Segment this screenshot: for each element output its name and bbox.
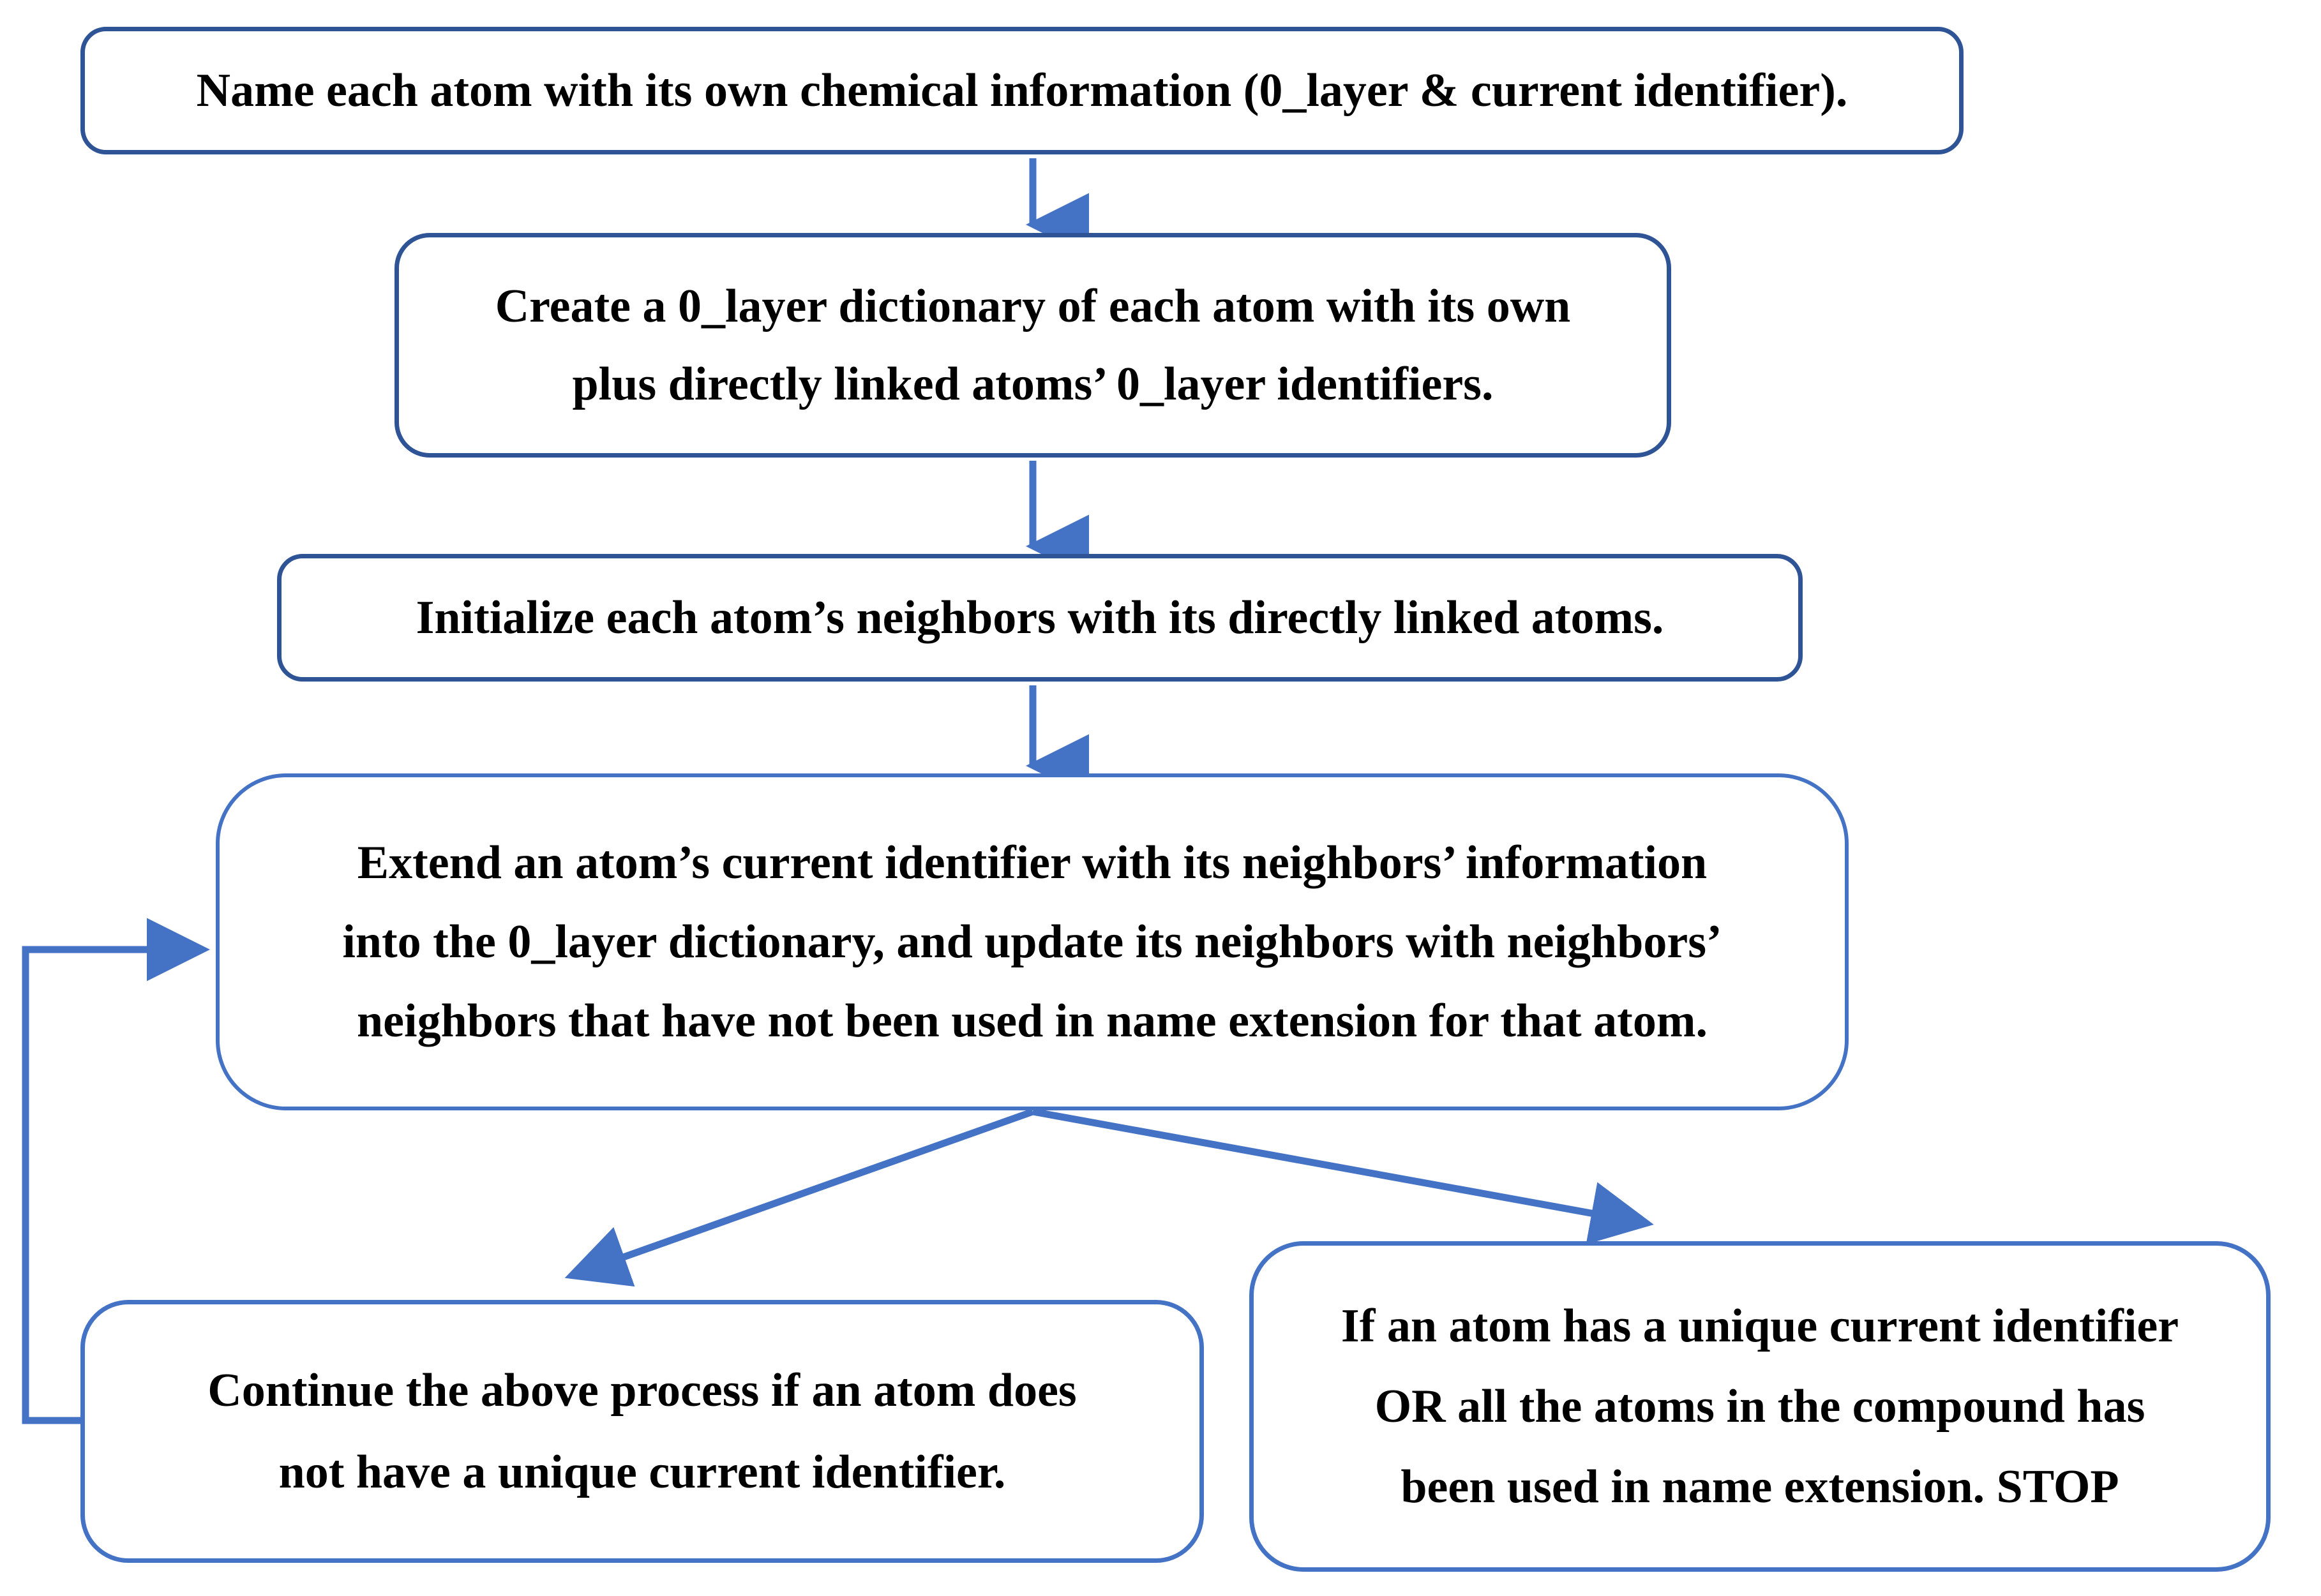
flow-node-initialize-neighbors[interactable]: Initialize each atom’s neighbors with it…: [277, 554, 1803, 682]
flow-node-stop-line-1: If an atom has a unique current identifi…: [1341, 1300, 2179, 1352]
flow-node-stop-line-3: been used in name extension. STOP: [1401, 1461, 2119, 1513]
flow-node-continue-process[interactable]: Continue the above process if an atom do…: [80, 1300, 1204, 1563]
flow-node-continue-line-1: Continue the above process if an atom do…: [207, 1364, 1077, 1417]
flow-node-init-neighbors-line-1: Initialize each atom’s neighbors with it…: [416, 591, 1664, 644]
flow-node-extend-line-1: Extend an atom’s current identifier with…: [357, 837, 1708, 889]
flow-node-create-dict-line-2: plus directly linked atoms’ 0_layer iden…: [572, 358, 1494, 410]
flow-node-name-atoms[interactable]: Name each atom with its own chemical inf…: [80, 27, 1964, 154]
flow-node-name-atoms-line-1: Name each atom with its own chemical inf…: [196, 64, 1848, 117]
edge-extend-to-stop: [1032, 1108, 1654, 1244]
flow-node-stop-condition[interactable]: If an atom has a unique current identifi…: [1249, 1241, 2271, 1572]
edge-extend-to-continue: [564, 1108, 1034, 1287]
flow-node-extend-line-2: into the 0_layer dictionary, and update …: [342, 916, 1722, 968]
flow-node-extend-line-3: neighbors that have not been used in nam…: [357, 995, 1708, 1047]
flow-node-create-zero-layer-dictionary[interactable]: Create a 0_layer dictionary of each atom…: [394, 233, 1671, 458]
flow-node-stop-line-2: OR all the atoms in the compound has: [1374, 1380, 2145, 1433]
flow-node-extend-current-identifier[interactable]: Extend an atom’s current identifier with…: [216, 773, 1849, 1110]
flow-node-continue-line-2: not have a unique current identifier.: [278, 1446, 1006, 1498]
flow-node-create-dict-line-1: Create a 0_layer dictionary of each atom…: [495, 280, 1571, 332]
